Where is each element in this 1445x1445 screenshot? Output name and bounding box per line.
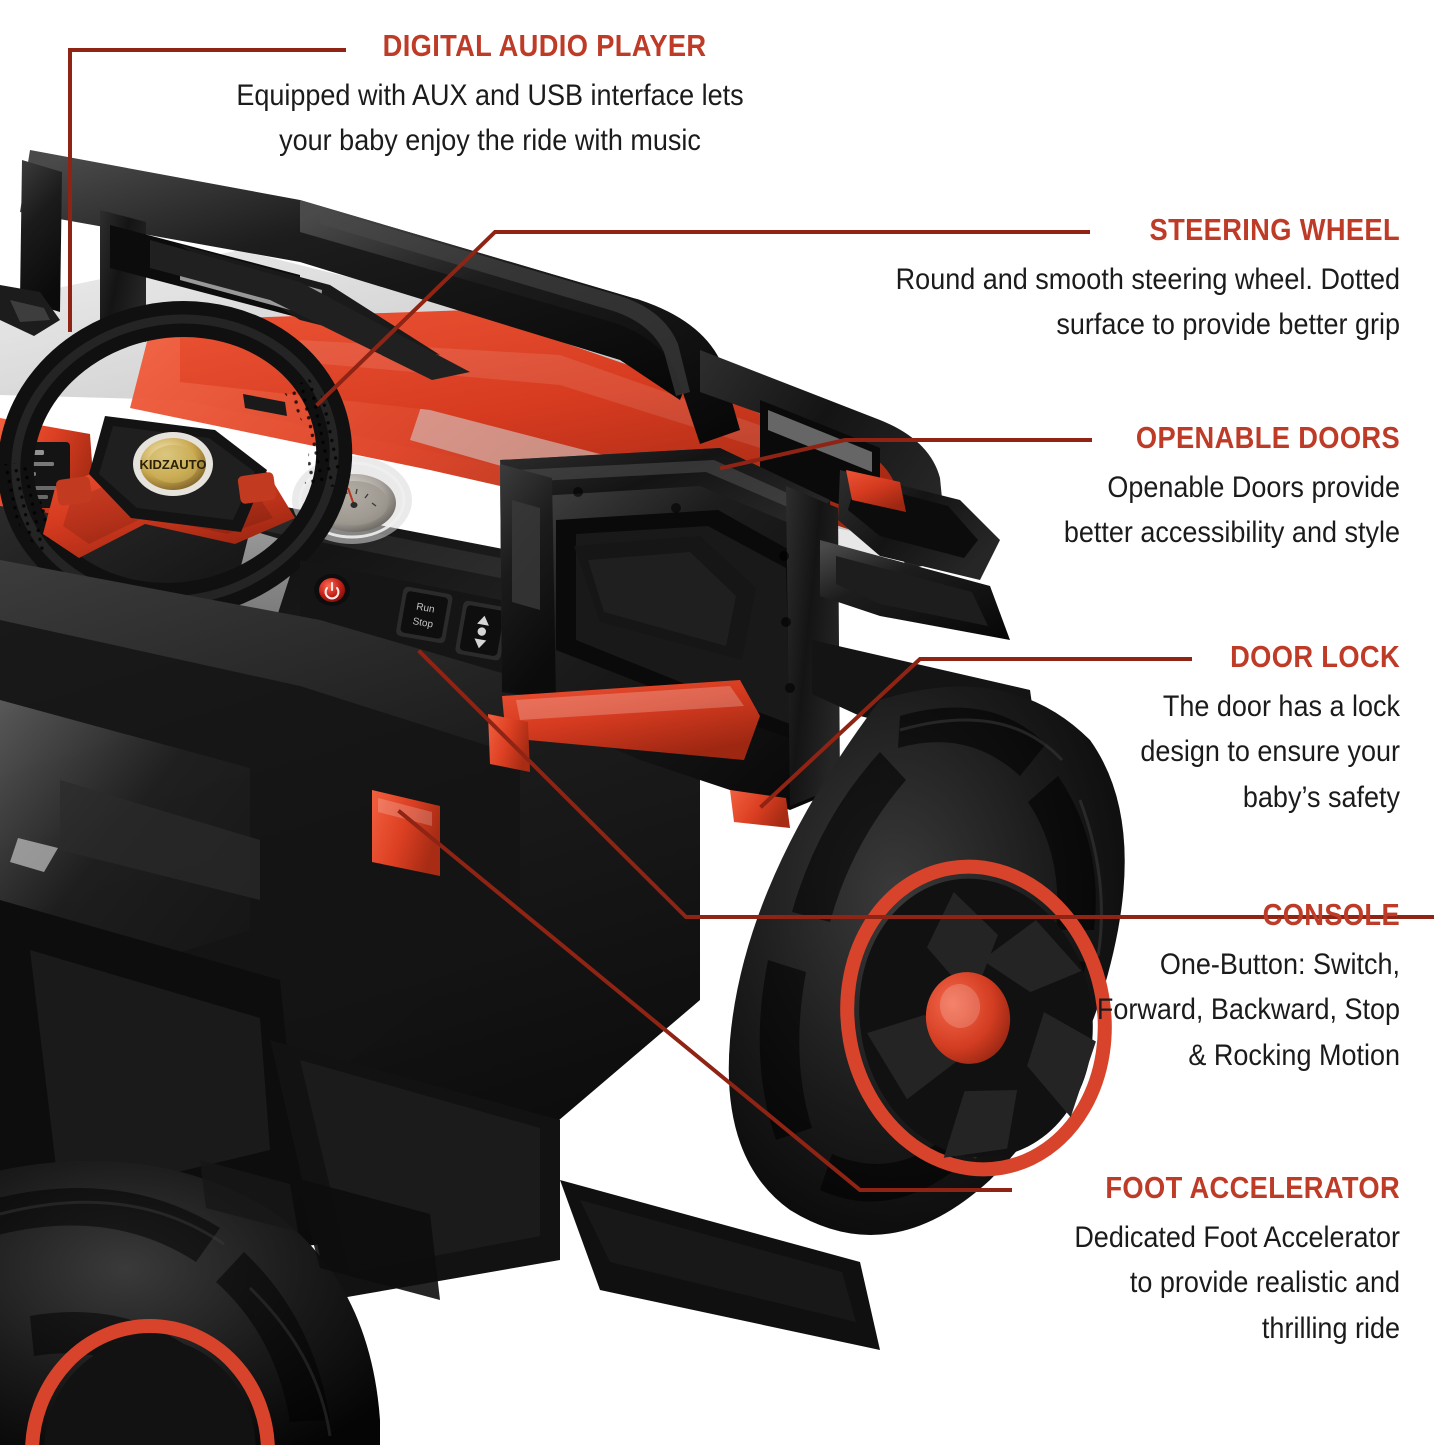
callout-line: design to ensure your xyxy=(1140,735,1400,769)
callout-line: One-Button: Switch, xyxy=(1159,947,1400,981)
callout-console: CONSOLE One-Button: Switch, Forward, Bac… xyxy=(700,897,1400,1079)
callout-line: surface to provide better grip xyxy=(1056,308,1400,342)
callout-body-console: One-Button: Switch, Forward, Backward, S… xyxy=(770,942,1400,1079)
callout-line: Openable Doors provide xyxy=(1107,470,1400,504)
callout-steering-wheel: STEERING WHEEL Round and smooth steering… xyxy=(700,212,1400,348)
steering-wheel-logo: KIDZAUTO xyxy=(133,432,213,496)
callout-body-openable-doors: Openable Doors provide better accessibil… xyxy=(770,465,1400,556)
callout-line: better accessibility and style xyxy=(1063,516,1400,550)
callout-body-door-lock: The door has a lock design to ensure you… xyxy=(770,684,1400,821)
callout-line: Forward, Backward, Stop xyxy=(1096,993,1400,1027)
callout-heading-console: CONSOLE xyxy=(1262,897,1400,932)
callout-line: baby’s safety xyxy=(1242,781,1400,815)
callout-door-lock: DOOR LOCK The door has a lock design to … xyxy=(700,639,1400,821)
power-button xyxy=(314,574,350,606)
side-mirror-arm xyxy=(0,285,60,336)
callout-body-foot-accelerator: Dedicated Foot Accelerator to provide re… xyxy=(770,1215,1400,1352)
run-stop-switch: Run Stop xyxy=(396,586,453,644)
body-crease xyxy=(60,780,260,900)
svg-text:Run: Run xyxy=(415,602,435,616)
callout-line: & Rocking Motion xyxy=(1188,1039,1400,1073)
callout-body-steering-wheel: Round and smooth steering wheel. Dotted … xyxy=(770,257,1400,348)
callout-heading-openable-doors: OPENABLE DOORS xyxy=(1135,420,1400,455)
callout-heading-digital-audio-player: DIGITAL AUDIO PLAYER xyxy=(382,28,707,63)
callout-line: The door has a lock xyxy=(1162,689,1400,723)
steering-stalk xyxy=(243,394,287,416)
callout-line: your baby enjoy the ride with music xyxy=(279,124,701,158)
direction-switch xyxy=(455,600,509,661)
callout-line: thrilling ride xyxy=(1261,1312,1400,1346)
left-latch-red xyxy=(488,714,530,772)
callout-heading-foot-accelerator: FOOT ACCELERATOR xyxy=(1105,1170,1400,1205)
callout-digital-audio-player: DIGITAL AUDIO PLAYER Equipped with AUX a… xyxy=(140,28,840,164)
callout-openable-doors: OPENABLE DOORS Openable Doors provide be… xyxy=(700,420,1400,556)
callout-line: Equipped with AUX and USB interface lets xyxy=(236,78,744,112)
svg-text:Stop: Stop xyxy=(412,616,435,630)
callout-heading-door-lock: DOOR LOCK xyxy=(1230,639,1400,674)
callout-foot-accelerator: FOOT ACCELERATOR Dedicated Foot Accelera… xyxy=(700,1170,1400,1352)
front-wheel xyxy=(0,1160,380,1445)
callout-heading-steering-wheel: STEERING WHEEL xyxy=(1149,212,1400,247)
svg-text:KIDZAUTO: KIDZAUTO xyxy=(140,457,207,472)
callout-line: Round and smooth steering wheel. Dotted xyxy=(895,262,1400,296)
callout-body-digital-audio-player: Equipped with AUX and USB interface lets… xyxy=(175,73,805,164)
callout-line: Dedicated Foot Accelerator xyxy=(1074,1220,1400,1254)
steering-wheel: KIDZAUTO xyxy=(0,301,353,619)
front-rim-red-ring xyxy=(25,1319,275,1445)
callout-line: to provide realistic and xyxy=(1129,1266,1400,1300)
